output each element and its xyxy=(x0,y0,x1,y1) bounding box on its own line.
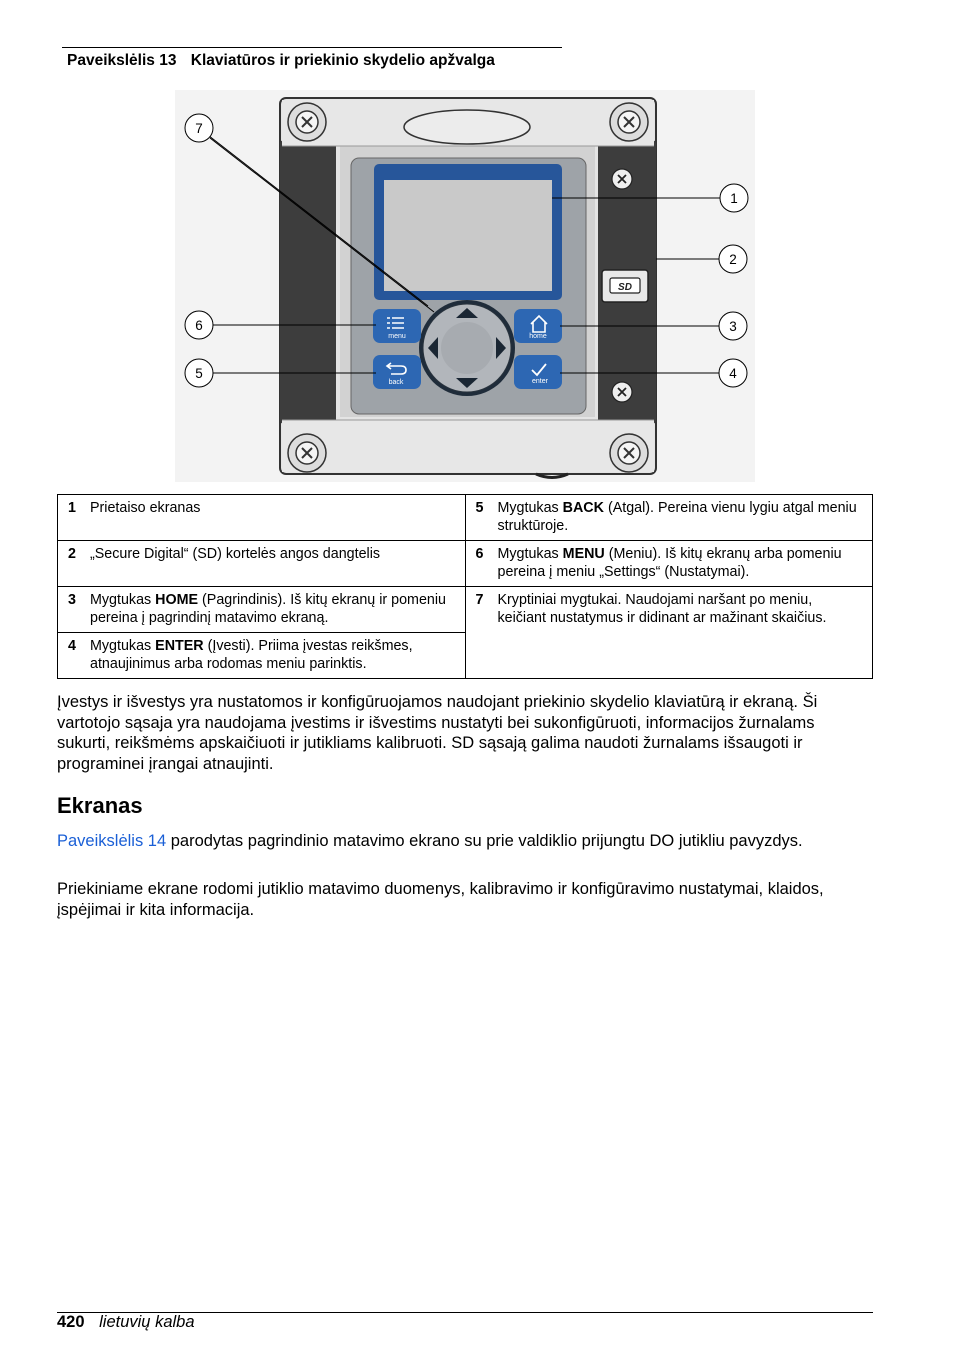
legend-key-name: HOME xyxy=(155,592,199,608)
display-paragraph-text: parodytas pagrindinio matavimo ekrano su… xyxy=(166,832,803,850)
callout-6: 6 xyxy=(195,318,203,333)
legend-cell: 2 „Secure Digital“ (SD) kortelės angos d… xyxy=(57,540,466,587)
callout-1: 1 xyxy=(730,191,738,206)
legend-number: 4 xyxy=(68,638,76,654)
legend-cell: 7 Kryptiniai mygtukai. Naudojami naršant… xyxy=(464,586,873,679)
checkmark-icon xyxy=(531,363,547,377)
legend-number: 3 xyxy=(68,592,76,608)
legend-text: Mygtukas xyxy=(90,638,156,654)
legend-cell: 4 Mygtukas ENTER (Įvesti). Priima įvesta… xyxy=(57,632,466,679)
arrow-left-icon[interactable] xyxy=(428,337,438,359)
legend-number: 5 xyxy=(475,500,484,516)
page-number: 420 xyxy=(57,1313,85,1331)
legend-text: Mygtukas xyxy=(497,546,563,562)
legend-cell: 5 Mygtukas BACK (Atgal). Pereina vienu l… xyxy=(464,494,873,541)
screw-icon xyxy=(611,381,633,403)
callout-3: 3 xyxy=(729,319,737,334)
page-footer: 420 lietuvių kalba xyxy=(57,1313,195,1332)
legend-item: 6 Mygtukas MENU (Meniu). Iš kitų ekranų … xyxy=(476,545,865,581)
figure-caption: Paveikslėlis 13 Klaviatūros ir priekinio… xyxy=(67,52,495,70)
home-icon xyxy=(530,314,548,333)
footer-language: lietuvių kalba xyxy=(99,1313,195,1331)
back-button[interactable]: back xyxy=(373,355,421,389)
legend-number: 7 xyxy=(475,592,484,608)
figure-caption-rule xyxy=(62,47,562,48)
legend-key-name: BACK xyxy=(562,500,604,516)
legend-text: (Atgal). Pereina vienu lygiu atgal meniu… xyxy=(497,500,857,534)
legend-text: Mygtukas xyxy=(497,500,563,516)
back-button-label: back xyxy=(389,379,404,386)
legend-number: 1 xyxy=(68,500,76,516)
intro-paragraph: Įvestys ir išvestys yra nustatomos ir ko… xyxy=(57,693,818,773)
figure-reference-link[interactable]: Paveikslėlis 14 xyxy=(57,832,167,850)
screw-icon xyxy=(287,433,327,473)
sd-label: SD xyxy=(618,282,632,293)
legend-text: (Pagrindinis). Iš kitų ekranų ir pomeniu… xyxy=(90,592,446,626)
home-button[interactable]: home xyxy=(514,309,562,343)
arrow-up-icon[interactable] xyxy=(456,308,478,318)
legend-number: 6 xyxy=(475,546,484,562)
legend-cell: 6 Mygtukas MENU (Meniu). Iš kitų ekranų … xyxy=(464,540,873,587)
legend-text: Prietaiso ekranas xyxy=(90,500,201,516)
legend-item: 1 Prietaiso ekranas xyxy=(68,499,457,517)
arrow-right-icon[interactable] xyxy=(496,337,506,359)
device-display xyxy=(374,164,562,300)
screw-icon xyxy=(611,168,633,190)
legend-key-name: ENTER xyxy=(155,638,204,654)
legend-key-name: MENU xyxy=(562,546,605,562)
legend-text: „Secure Digital“ (SD) kortelės angos dan… xyxy=(90,546,381,562)
enter-button[interactable]: enter xyxy=(514,355,562,389)
menu-list-icon xyxy=(387,317,404,329)
callout-7: 7 xyxy=(195,121,203,136)
legend-text: Mygtukas xyxy=(90,592,156,608)
legend-item: 4 Mygtukas ENTER (Įvesti). Priima įvesta… xyxy=(68,637,457,673)
back-arrow-icon xyxy=(385,362,407,375)
screw-icon xyxy=(609,433,649,473)
home-button-label: home xyxy=(529,333,547,340)
arrow-down-icon[interactable] xyxy=(456,378,478,388)
directional-keypad[interactable] xyxy=(419,300,515,396)
legend-item: 3 Mygtukas HOME (Pagrindinis). Iš kitų e… xyxy=(68,591,457,627)
legend-text: (Įvesti). Priima įvestas reikšmes, atnau… xyxy=(90,638,413,672)
display-paragraph: Paveikslėlis 14 parodytas pagrindinio ma… xyxy=(57,831,857,852)
legend-item: 2 „Secure Digital“ (SD) kortelės angos d… xyxy=(68,545,457,563)
callout-2: 2 xyxy=(729,252,737,267)
legend-text: Kryptiniai mygtukai. Naudojami naršant p… xyxy=(497,592,827,626)
callout-5: 5 xyxy=(195,366,203,381)
legend-number: 2 xyxy=(68,546,76,562)
legend-text: (Meniu). Iš kitų ekranų arba pomeniu per… xyxy=(497,546,842,580)
legend-item: 5 Mygtukas BACK (Atgal). Pereina vienu l… xyxy=(476,499,865,535)
section-heading: Ekranas xyxy=(57,793,143,818)
figure-title: Klaviatūros ir priekinio skydelio apžval… xyxy=(190,52,495,69)
menu-button-label: menu xyxy=(388,333,406,340)
legend-table: 1 Prietaiso ekranas 5 Mygtukas BACK (Atg… xyxy=(57,494,873,679)
footer-rule xyxy=(57,1312,873,1313)
enter-button-label: enter xyxy=(532,378,549,385)
sd-card-cover[interactable]: SD xyxy=(601,269,649,303)
menu-button[interactable]: menu xyxy=(373,309,421,343)
callout-4: 4 xyxy=(729,366,737,381)
legend-cell: 1 Prietaiso ekranas xyxy=(57,494,466,541)
front-panel-figure: SD menu home xyxy=(170,90,770,482)
legend-item: 7 Kryptiniai mygtukai. Naudojami naršant… xyxy=(476,591,865,627)
display-info-paragraph: Priekiniame ekrane rodomi jutiklio matav… xyxy=(57,880,824,919)
figure-number: Paveikslėlis 13 xyxy=(67,52,177,69)
screw-icon xyxy=(287,102,327,142)
legend-cell: 3 Mygtukas HOME (Pagrindinis). Iš kitų e… xyxy=(57,586,466,633)
screw-icon xyxy=(609,102,649,142)
